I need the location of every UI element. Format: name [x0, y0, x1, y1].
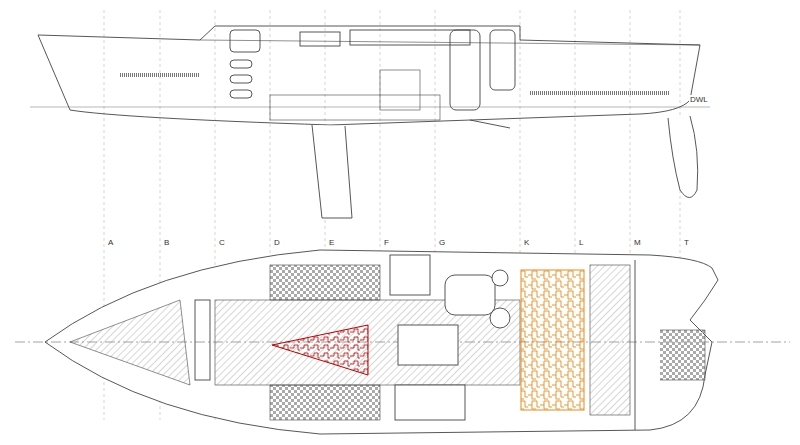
station-letter: D [273, 238, 281, 247]
station-letter: G [438, 238, 446, 247]
station-letter: L [578, 238, 584, 247]
station-letter: K [523, 238, 530, 247]
waterline-label: DWL [689, 95, 709, 104]
station-letter: E [328, 238, 335, 247]
station-letter: C [218, 238, 226, 247]
station-letter: T [683, 238, 690, 247]
station-letter: A [107, 238, 114, 247]
station-letter: F [383, 238, 390, 247]
station-letter: B [163, 238, 170, 247]
station-letter: M [633, 238, 642, 247]
